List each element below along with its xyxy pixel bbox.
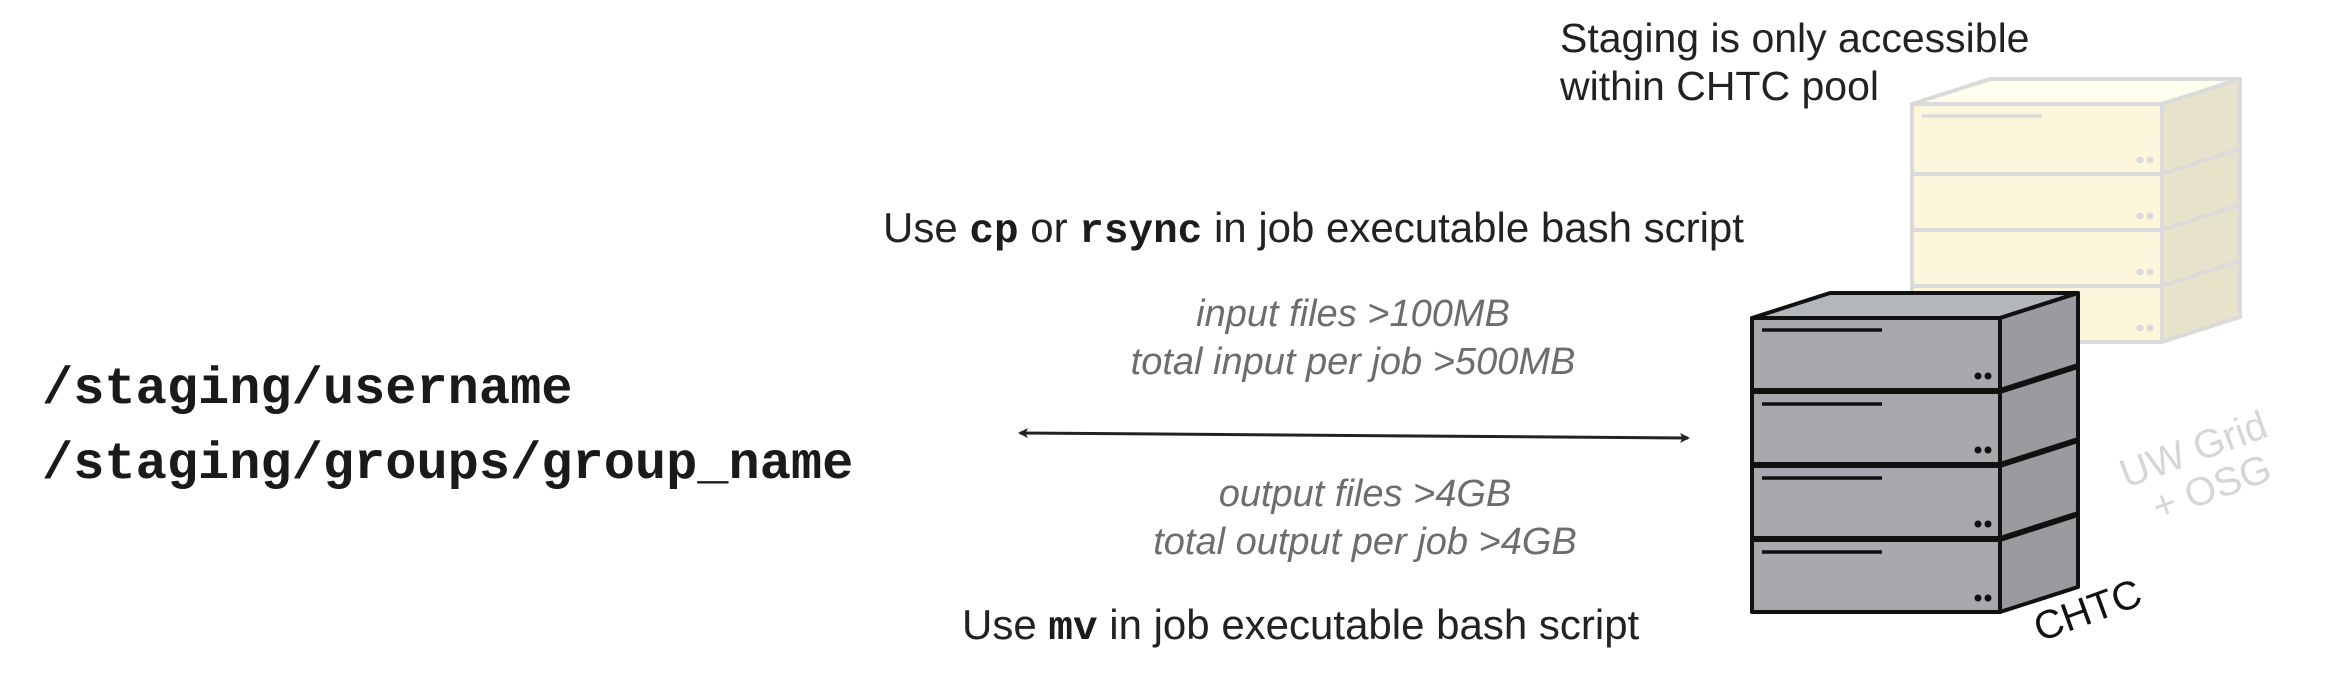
uw-server-unit	[1910, 77, 2242, 176]
access-note-line1: Staging is only accessible	[1560, 15, 2030, 61]
transfer-arrow	[1018, 428, 1690, 443]
output-threshold-files: output files >4GB	[1218, 473, 1512, 515]
uw-grid-server-stack	[1910, 77, 2242, 344]
chtc-server-led	[1984, 372, 1992, 380]
output-suffix: in job executable bash script	[1097, 601, 1640, 648]
cp-command: cp	[969, 209, 1019, 255]
staging-user-path: /staging/username	[42, 360, 573, 419]
chtc-server-led	[1974, 372, 1982, 380]
input-threshold-total: total input per job >500MB	[1130, 341, 1576, 383]
access-note: Staging is only accessible within CHTC p…	[1560, 14, 2029, 110]
staging-group-path: /staging/groups/group_name	[42, 435, 854, 494]
uw-server-led	[2146, 156, 2154, 164]
input-thresholds: input files >100MB total input per job >…	[1098, 290, 1608, 386]
chtc-server-unit	[1750, 291, 2080, 392]
chtc-server-stack	[1750, 291, 2080, 614]
chtc-server-led	[1984, 594, 1992, 602]
staging-paths: /staging/username /staging/groups/group_…	[42, 352, 853, 502]
input-suffix: in job executable bash script	[1202, 204, 1744, 251]
mv-command: mv	[1048, 606, 1098, 652]
rsync-command: rsync	[1079, 209, 1203, 255]
uw-server-led	[2146, 212, 2154, 220]
output-use-prefix: Use	[962, 601, 1049, 648]
uw-server-led	[2136, 212, 2144, 220]
input-connector: or	[1018, 204, 1080, 251]
chtc-server-led	[1974, 594, 1982, 602]
uw-server-led	[2136, 324, 2144, 332]
access-note-line2: within CHTC pool	[1560, 63, 1879, 109]
chtc-server-led	[1984, 520, 1992, 528]
uw-server-led	[2136, 268, 2144, 276]
uw-server-led	[2146, 268, 2154, 276]
chtc-server-led	[1974, 520, 1982, 528]
input-use-prefix: Use	[883, 204, 970, 251]
uw-server-led	[2146, 324, 2154, 332]
uw-server-led	[2136, 156, 2144, 164]
output-thresholds: output files >4GB total output per job >…	[1110, 470, 1620, 566]
chtc-server-led	[1974, 446, 1982, 454]
uw-grid-label: UW Grid + OSG	[2114, 403, 2277, 530]
input-threshold-files: input files >100MB	[1196, 293, 1510, 335]
input-instruction: Use cp or rsync in job executable bash s…	[883, 204, 1744, 255]
output-threshold-total: total output per job >4GB	[1153, 521, 1577, 563]
output-instruction: Use mv in job executable bash script	[962, 601, 1639, 652]
chtc-server-led	[1984, 446, 1992, 454]
